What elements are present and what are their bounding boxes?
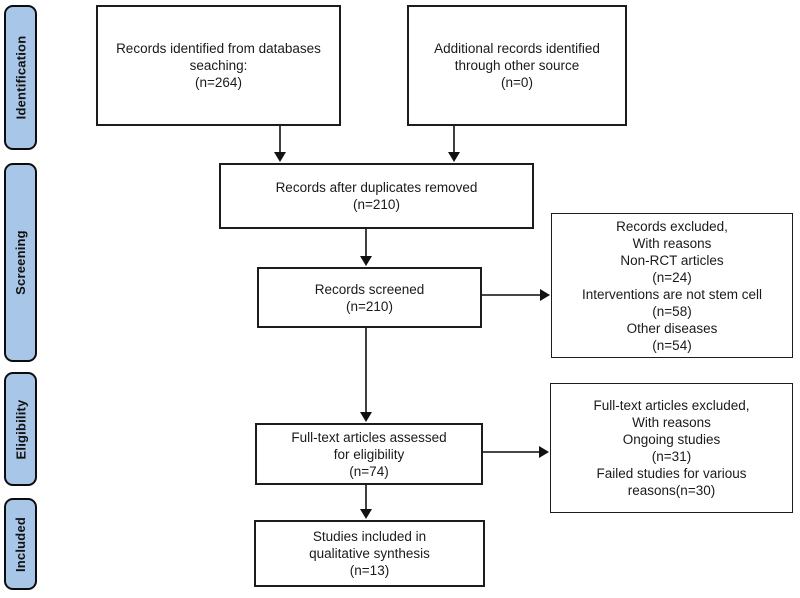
- box-studies-included: Studies included in qualitative synthesi…: [254, 520, 485, 587]
- box-text-line: Records identified from databases: [116, 41, 321, 56]
- box-text-line: Other diseases: [626, 320, 718, 336]
- box-text-line: Failed studies for various: [596, 466, 747, 481]
- box-text-line: (n=54): [652, 337, 692, 353]
- box-duplicates-removed: Records after duplicates removed (n=210): [219, 163, 534, 229]
- box-text-line: (n=264): [195, 75, 242, 90]
- box-additional-records: Additional records identified through ot…: [407, 5, 627, 126]
- box-fulltext-assessed: Full-text articles assessed for eligibil…: [255, 423, 483, 485]
- box-fulltext-excluded: Full-text articles excluded, With reason…: [550, 383, 793, 513]
- arrowhead-right: [540, 289, 550, 301]
- box-text-line: qualitative synthesis: [309, 546, 430, 561]
- box-text-line: reasons(n=30): [627, 483, 716, 498]
- arrowhead-down: [448, 152, 460, 162]
- stage-eligibility: Eligibility: [4, 372, 37, 486]
- arrowhead-down: [360, 256, 372, 266]
- box-text-line: (n=24): [652, 269, 692, 285]
- box-text-line: Records screened: [314, 281, 425, 297]
- box-text-line: through other source: [454, 58, 580, 73]
- box-text-line: (n=210): [346, 298, 393, 314]
- box-text-line: Non-RCT articles: [620, 252, 724, 268]
- box-records-excluded: Records excluded, With reasons Non-RCT a…: [551, 213, 793, 358]
- box-text-line: (n=210): [353, 197, 400, 212]
- box-text-line: for eligibility: [333, 446, 405, 462]
- arrowhead-down: [274, 152, 286, 162]
- box-text-line: seaching:: [189, 58, 248, 73]
- stage-eligibility-label: Eligibility: [13, 399, 29, 459]
- stage-included-label: Included: [13, 516, 28, 572]
- box-text-line: (n=58): [652, 303, 692, 319]
- box-text-line: Ongoing studies: [622, 432, 721, 447]
- stage-screening: Screening: [4, 163, 37, 362]
- box-records-screened: Records screened (n=210): [257, 267, 482, 328]
- box-text-line: (n=74): [349, 463, 389, 479]
- stage-identification-label: Identification: [13, 35, 29, 120]
- stage-identification: Identification: [4, 5, 37, 150]
- box-text-line: With reasons: [632, 235, 712, 251]
- box-records-identified-databases: Records identified from databases seachi…: [96, 5, 341, 126]
- stage-screening-label: Screening: [13, 230, 28, 295]
- box-text-line: Full-text articles excluded,: [593, 398, 750, 413]
- box-text-line: Full-text articles assessed: [291, 429, 447, 445]
- box-text-line: Interventions are not stem cell: [581, 286, 763, 302]
- box-text-line: Studies included in: [312, 529, 427, 544]
- box-text-line: (n=31): [651, 449, 692, 464]
- arrowhead-down: [360, 412, 372, 422]
- box-text-line: With reasons: [632, 415, 711, 430]
- box-text-line: Records after duplicates removed: [275, 180, 478, 195]
- box-text-line: (n=0): [501, 75, 533, 90]
- box-text-line: Records excluded,: [616, 218, 728, 234]
- box-text-line: Additional records identified: [434, 41, 600, 56]
- stage-included: Included: [4, 498, 37, 590]
- arrowhead-down: [360, 509, 372, 519]
- box-text-line: (n=13): [349, 563, 390, 578]
- arrowhead-right: [539, 446, 549, 458]
